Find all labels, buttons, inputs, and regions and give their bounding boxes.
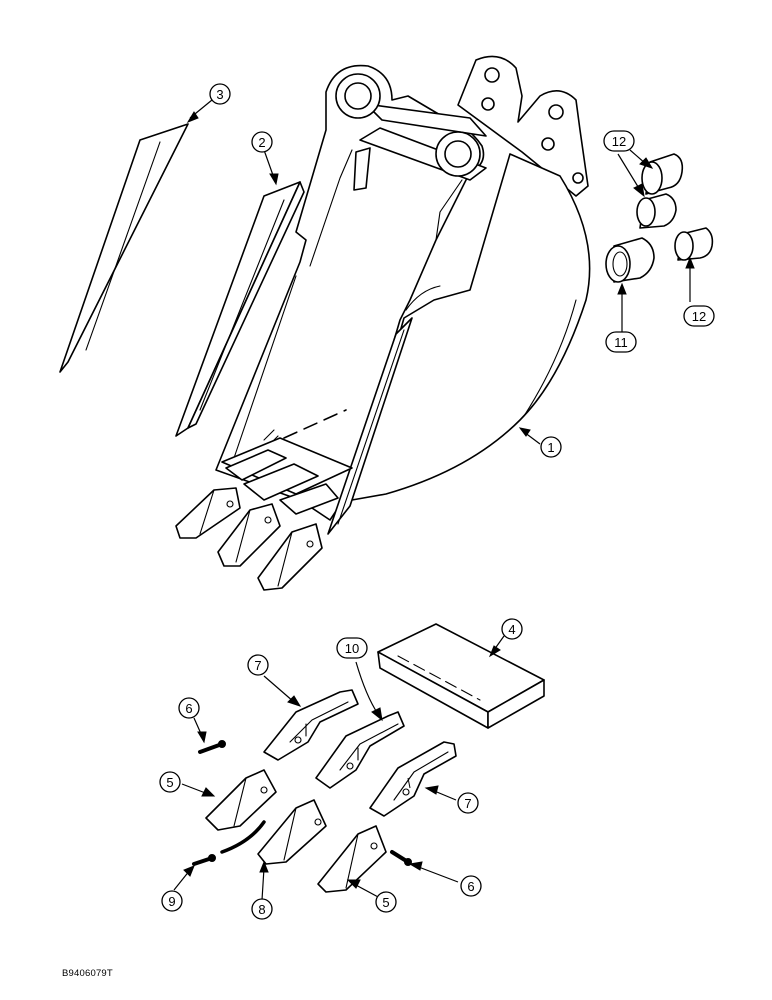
callout-11: 11	[605, 331, 637, 353]
svg-text:1: 1	[547, 440, 554, 455]
callout-1: 1	[540, 436, 562, 458]
bushing-part-12-right	[674, 227, 714, 261]
callout-8: 8	[251, 898, 273, 920]
tooth-part-5-left	[205, 769, 277, 831]
leader-lines	[173, 99, 695, 901]
side-cutter-part-2	[175, 181, 305, 437]
bushing-part-12-top	[641, 153, 684, 195]
callout-4: 4	[501, 618, 523, 640]
cutting-edge-part-4	[377, 623, 545, 729]
callout-5-left: 5	[159, 771, 181, 793]
retainer-spring	[220, 820, 266, 854]
svg-text:12: 12	[612, 134, 626, 149]
svg-text:9: 9	[168, 894, 175, 909]
callout-6-upper: 6	[178, 697, 200, 719]
tooth-adapter-part-7-upper	[263, 689, 359, 761]
bushing-part-11	[605, 237, 655, 283]
pin-part-9	[192, 854, 216, 866]
callout-7-upper: 7	[247, 654, 269, 676]
tooth-part-8	[257, 799, 327, 865]
svg-text:10: 10	[345, 641, 359, 656]
pin-part-6-upper	[198, 740, 226, 754]
tooth-adapter-part-7-lower	[369, 741, 457, 817]
tooth-part-5-right	[317, 825, 387, 893]
svg-text:6: 6	[185, 701, 192, 716]
callout-12-top: 12	[603, 130, 635, 152]
bucket-part-1	[175, 55, 591, 591]
callout-5-right: 5	[375, 891, 397, 913]
pin-part-6-lower	[390, 850, 412, 866]
tooth-adapter-part-10	[315, 711, 405, 789]
svg-text:3: 3	[216, 87, 223, 102]
svg-text:12: 12	[692, 309, 706, 324]
svg-text:5: 5	[382, 895, 389, 910]
callout-6-lower: 6	[460, 875, 482, 897]
svg-text:2: 2	[258, 135, 265, 150]
callout-3: 3	[209, 83, 231, 105]
svg-text:4: 4	[508, 622, 515, 637]
callout-2: 2	[251, 131, 273, 153]
svg-text:11: 11	[614, 335, 628, 350]
svg-text:8: 8	[258, 902, 265, 917]
callout-10: 10	[336, 637, 368, 659]
svg-text:5: 5	[166, 775, 173, 790]
svg-text:7: 7	[254, 658, 261, 673]
svg-text:6: 6	[467, 879, 474, 894]
drawing-reference-code: B9406079T	[62, 968, 113, 979]
callout-12-right: 12	[683, 305, 715, 327]
callout-7-lower: 7	[457, 792, 479, 814]
svg-text:7: 7	[464, 796, 471, 811]
bushing-part-12-middle	[636, 193, 677, 229]
callout-9: 9	[161, 890, 183, 912]
side-cutter-part-3	[59, 123, 189, 373]
